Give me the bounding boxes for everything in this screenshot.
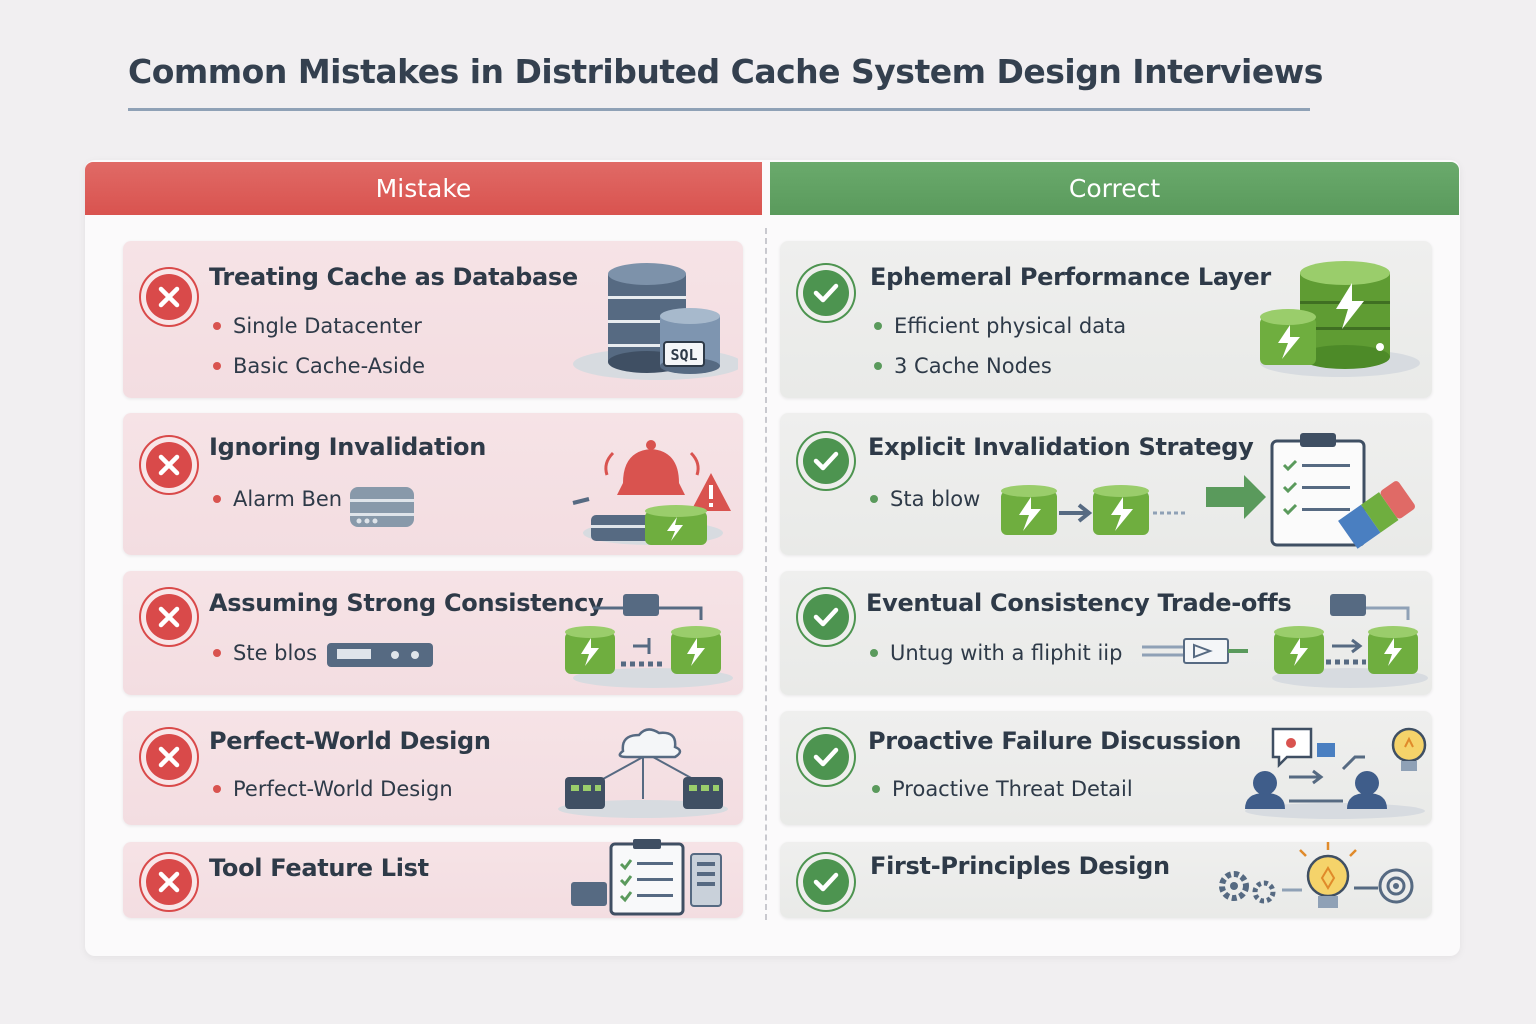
mistake-bullet: Perfect-World Design — [213, 777, 453, 801]
gears-lightbulb-target-icon — [1219, 842, 1414, 908]
check-icon — [798, 265, 854, 321]
alarm-bell-icon — [572, 440, 731, 545]
check-icon — [798, 589, 854, 645]
mistake-title: Treating Cache as Database — [209, 263, 578, 291]
correct-card-4: Proactive Failure Discussion Proactive T… — [780, 711, 1432, 825]
correct-bullet: Untug with a fliphit iip — [870, 641, 1122, 665]
mistake-title: Ignoring Invalidation — [209, 433, 487, 461]
correct-bullet: 3 Cache Nodes — [874, 354, 1052, 378]
correct-title: Eventual Consistency Trade-offs — [866, 589, 1292, 617]
mistake-card-3: Assuming Strong Consistency Ste blos — [123, 571, 743, 695]
mistake-card-4: Perfect-World Design Perfect-World Desig… — [123, 711, 743, 825]
server-rack-icon — [350, 487, 414, 527]
sql-label: SQL — [670, 346, 697, 364]
x-icon — [141, 729, 197, 785]
cache-flow-icon — [1001, 485, 1185, 535]
check-icon — [798, 729, 854, 785]
mistake-bullet: Alarm Ben — [213, 487, 342, 511]
correct-bullet: Proactive Threat Detail — [872, 777, 1133, 801]
team-discussion-icon — [1245, 727, 1427, 819]
correct-column-header: Correct — [770, 162, 1459, 215]
mistake-card-1: Treating Cache as Database Single Datace… — [123, 241, 743, 398]
correct-card-2: Explicit Invalidation Strategy Sta blow — [780, 413, 1432, 555]
column-divider — [765, 228, 767, 920]
check-icon — [798, 854, 854, 910]
mistake-title: Tool Feature List — [209, 854, 429, 882]
mistake-card-5: Tool Feature List — [123, 839, 743, 918]
correct-card-3: Eventual Consistency Trade-offs Untug wi… — [780, 571, 1432, 695]
database-stack-icon: SQL — [573, 263, 738, 380]
correct-bullet: Efficient physical data — [874, 314, 1126, 338]
title-underline — [128, 108, 1310, 111]
check-icon — [798, 433, 854, 489]
mistake-title: Perfect-World Design — [209, 727, 491, 755]
x-icon — [141, 854, 197, 910]
replicated-cache-icon — [565, 594, 733, 688]
cloud-network-icon — [558, 728, 728, 818]
cache-cluster-icon — [1260, 261, 1420, 377]
x-icon — [141, 589, 197, 645]
correct-card-1: Ephemeral Performance Layer Efficient ph… — [780, 241, 1432, 398]
correct-title: Ephemeral Performance Layer — [870, 263, 1271, 291]
correct-bullet: Sta blow — [870, 487, 980, 511]
correct-title: Proactive Failure Discussion — [868, 727, 1242, 755]
checklist-icon — [571, 839, 722, 916]
mistake-card-2: Ignoring Invalidation Alarm Ben — [123, 413, 743, 555]
network-switch-icon — [327, 643, 433, 667]
correct-card-5: First-Principles Design — [780, 842, 1432, 918]
pipeline-connector-icon — [1142, 638, 1248, 664]
mistake-bullet: Basic Cache-Aside — [213, 354, 425, 378]
mistake-bullet: Single Datacenter — [213, 314, 422, 338]
correct-title: First-Principles Design — [870, 852, 1170, 880]
mistake-title: Assuming Strong Consistency — [209, 589, 604, 617]
x-icon — [141, 269, 197, 325]
mistake-bullet: Ste blos — [213, 641, 317, 665]
eventual-sync-icon — [1272, 594, 1428, 688]
page-title: Common Mistakes in Distributed Cache Sys… — [128, 52, 1323, 91]
mistake-column-header: Mistake — [85, 162, 762, 215]
x-icon — [141, 437, 197, 493]
clipboard-eraser-icon — [1206, 433, 1415, 549]
correct-title: Explicit Invalidation Strategy — [868, 433, 1254, 461]
